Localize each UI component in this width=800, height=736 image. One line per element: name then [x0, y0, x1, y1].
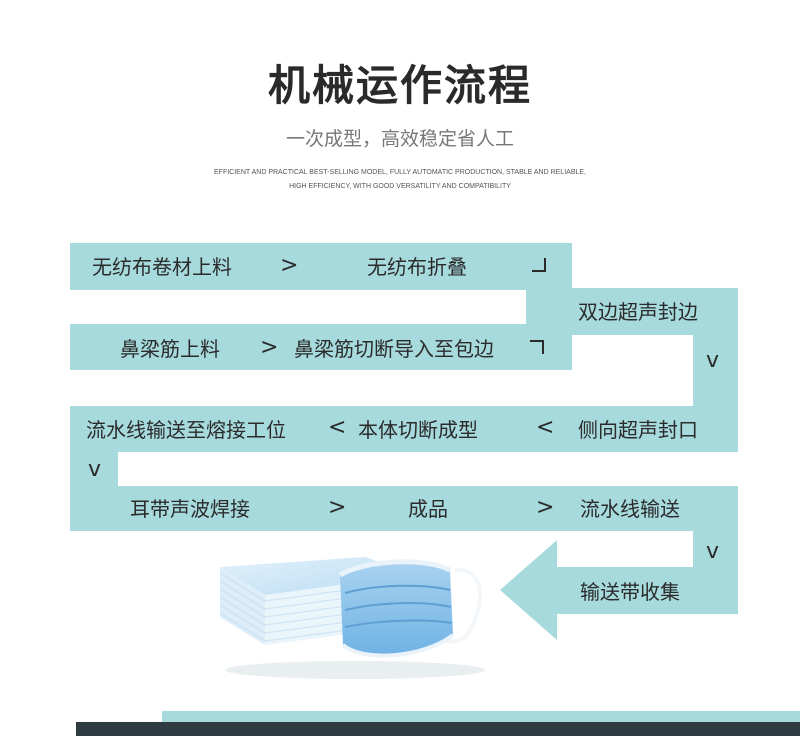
arrow-down-symbol: v — [88, 457, 102, 482]
corner-turn-up-icon — [530, 340, 544, 354]
arrow-down-symbol: v — [706, 348, 720, 373]
english-description: EFFICIENT AND PRACTICAL BEST-SELLING MOD… — [150, 166, 650, 194]
flow-band-row4 — [70, 486, 738, 531]
flow-band-row2 — [70, 324, 572, 370]
flow-band-right-vertical-lower — [693, 529, 738, 569]
single-mask-icon — [338, 559, 483, 658]
step-body-cut-forming: 本体切断成型 — [358, 418, 478, 442]
arrow-left-symbol: < — [328, 415, 347, 440]
flow-band-row1 — [70, 243, 572, 290]
flow-band-row5 — [556, 567, 738, 614]
arrow-right-symbol: > — [280, 253, 299, 278]
flow-arrowhead-left — [500, 540, 557, 640]
step-double-side-ultrasonic-sealing: 双边超声封边 — [578, 300, 698, 324]
bottom-accent-bar — [162, 711, 800, 722]
flow-band-left-vertical — [70, 450, 118, 490]
step-ear-loop-welding: 耳带声波焊接 — [130, 497, 250, 521]
arrow-right-symbol: > — [536, 495, 555, 520]
step-side-ultrasonic-sealing: 侧向超声封口 — [578, 418, 698, 442]
page-title: 机械运作流程 — [267, 61, 532, 110]
arrow-left-symbol: < — [536, 415, 555, 440]
step-conveyor-belt-collection: 输送带收集 — [580, 580, 680, 604]
english-line-2: HIGH EFFICIENCY, WITH GOOD VERSATILITY A… — [289, 183, 511, 190]
step-conveyor-to-welding: 流水线输送至熔接工位 — [86, 418, 286, 442]
flow-band-row3 — [70, 406, 738, 452]
step-nonwoven-folding: 无纺布折叠 — [367, 255, 467, 279]
english-line-1: EFFICIENT AND PRACTICAL BEST-SELLING MOD… — [214, 169, 586, 176]
page-subtitle: 一次成型，高效稳定省人工 — [285, 128, 514, 150]
step-nose-bridge-cut-and-insert: 鼻梁筋切断导入至包边 — [294, 337, 494, 361]
corner-turn-down-icon — [532, 258, 546, 272]
arrow-right-symbol: > — [260, 335, 279, 360]
step-conveyor-transport: 流水线输送 — [580, 497, 680, 521]
step-nose-bridge-feeding: 鼻梁筋上料 — [120, 337, 220, 361]
arrow-right-symbol: > — [328, 495, 347, 520]
mask-stack-image — [219, 557, 485, 679]
arrow-down-symbol: v — [706, 539, 720, 564]
step-nonwoven-roll-feeding: 无纺布卷材上料 — [92, 255, 232, 279]
bottom-dark-bar — [76, 722, 800, 736]
step-finished-product: 成品 — [408, 497, 448, 521]
